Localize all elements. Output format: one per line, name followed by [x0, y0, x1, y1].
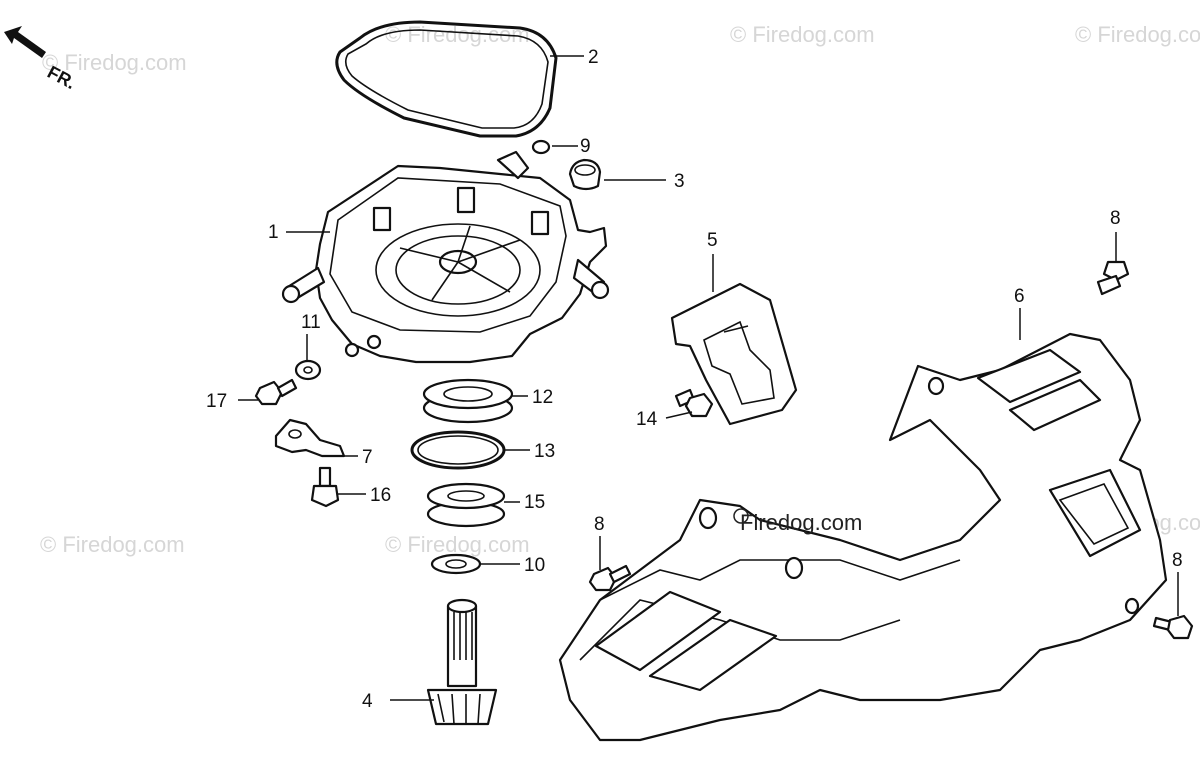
callout-17: 15 [524, 492, 545, 513]
part-plug-11 [531, 139, 551, 155]
callout-5: 5 [707, 230, 718, 251]
callout-10: 10 [524, 555, 545, 576]
callout-labels: 2 9 3 1 5 6 8 11 17 12 13 7 16 15 10 4 1… [206, 47, 1183, 712]
callout-11: 9 [580, 136, 591, 157]
part-washer-10 [430, 553, 482, 575]
callout-8-top: 8 [1110, 208, 1121, 229]
callout-15: 16 [370, 485, 391, 506]
part-clamp [274, 418, 346, 458]
part-bolt-15 [310, 466, 340, 508]
part-bolt-8-right [1152, 614, 1194, 640]
watermark-copyright-icon [733, 508, 749, 524]
callout-2: 2 [588, 47, 599, 68]
part-bolt-16 [254, 378, 298, 406]
part-cover [558, 332, 1168, 742]
callout-7: 7 [362, 447, 373, 468]
leader-lines [238, 55, 1179, 701]
callout-6: 6 [1014, 286, 1025, 307]
watermark-text: © Firedog.com [730, 22, 875, 47]
callout-3: 3 [674, 171, 685, 192]
part-grommet [568, 158, 602, 191]
callout-13: 13 [534, 441, 555, 462]
part-gasket [335, 20, 558, 138]
callout-4: 4 [362, 691, 373, 712]
part-gear-shaft [426, 598, 498, 726]
watermark-text: © Firedog.com [385, 532, 530, 557]
part-bracket [670, 282, 798, 426]
front-arrow-icon [4, 26, 46, 58]
watermark-text: © Firedog.com [385, 22, 530, 47]
watermark-text: © Firedog.com [1075, 22, 1200, 47]
part-fan-housing [281, 150, 610, 364]
part-bolt-8-left [588, 564, 632, 592]
callout-12: 12 [532, 387, 553, 408]
watermark-text: © Firedog.com [42, 50, 187, 75]
part-bearing-12 [422, 378, 514, 424]
callout-8-left: 8 [594, 514, 605, 535]
callout-14: 14 [636, 409, 658, 430]
part-bolt-8-top [1096, 260, 1130, 296]
part-bearing-17 [426, 482, 506, 528]
part-washer-9 [294, 359, 322, 381]
callout-1: 1 [268, 222, 279, 243]
watermark-text: © Firedog.com [40, 532, 185, 557]
callout-9: 11 [301, 312, 321, 333]
callout-16: 17 [206, 391, 227, 412]
part-o-ring [410, 430, 506, 470]
watermark-text: Firedog.com [740, 510, 862, 535]
part-bolt-14 [674, 388, 714, 418]
callout-8-right: 8 [1172, 550, 1183, 571]
